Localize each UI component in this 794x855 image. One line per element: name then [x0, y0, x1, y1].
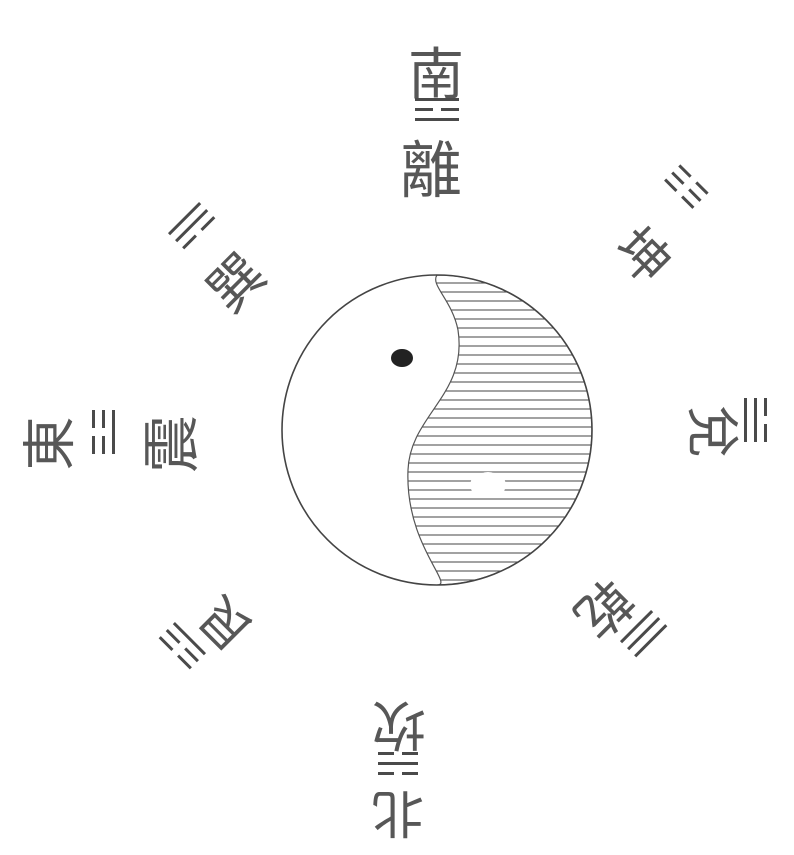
direction-north-label: 北: [372, 780, 424, 855]
trigram-dui: [744, 398, 768, 442]
trigram-zhen-label: 震: [125, 415, 209, 473]
taiji-yang-eye: [391, 349, 413, 367]
taiji-yin-eye: [470, 472, 506, 498]
trigram-kan: [378, 752, 418, 776]
taiji-yin-half: [408, 275, 592, 585]
trigram-zhen: [92, 410, 116, 454]
trigram-li-label: 離: [400, 120, 462, 210]
direction-east-label: 東: [6, 417, 85, 471]
trigram-li: [415, 98, 459, 122]
